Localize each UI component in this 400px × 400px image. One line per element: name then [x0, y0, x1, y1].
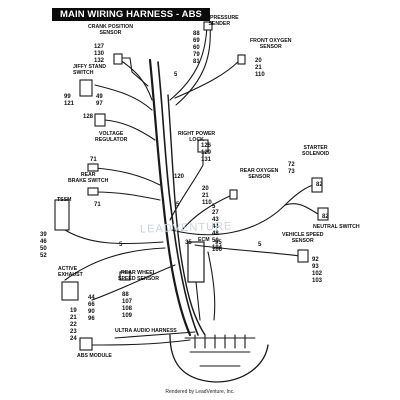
callout-vr: 128: [83, 114, 94, 120]
rpl-connector: [197, 139, 209, 153]
rws-branch: [91, 264, 176, 301]
rbs-connector: [87, 163, 99, 172]
ecm-right: [207, 251, 216, 321]
abs-branch: [91, 339, 191, 346]
callout-5-ecm: 5: [212, 204, 216, 210]
callout-oil: 88 69 60 79 81: [193, 31, 200, 65]
callout-106: 106: [212, 247, 223, 253]
tssm-module: [54, 199, 70, 231]
front-o2-connector: [237, 54, 246, 65]
callout-71a: 71: [90, 157, 97, 163]
callout-5-ultra: 5: [258, 242, 262, 248]
vss-connector: [297, 249, 309, 263]
vr-branch: [104, 119, 156, 141]
rpl-branch: [169, 144, 204, 221]
callout-vss: 92 93 102 103: [312, 257, 323, 284]
jiffy-branch: [94, 84, 153, 111]
tssm-branch: [94, 191, 161, 201]
label-neutral-switch: NEUTRAL SWITCH: [313, 224, 360, 230]
rbs-branch: [94, 167, 161, 186]
label-rear-oxygen: REAR OXYGEN SENSOR: [240, 168, 279, 180]
main-trunk-c: [167, 94, 206, 336]
callout-5-left: 5: [119, 242, 123, 248]
callout-5-mid: 5: [176, 202, 180, 208]
callout-ecm-block: 27 43 44 48 50 104: [212, 210, 223, 251]
ecm-lead: [195, 281, 201, 321]
label-right-power-lock: RIGHT POWER LOCK: [178, 131, 216, 143]
callout-rws-right: 88 107 108 109: [122, 292, 133, 319]
callout-jiffy-right: 49 97: [96, 94, 103, 107]
label-ecm: ECM: [198, 237, 210, 243]
abs-connectors: [194, 334, 246, 349]
starter-branch: [284, 203, 321, 216]
crank-branch: [119, 59, 153, 101]
jiffy-connector: [79, 79, 93, 97]
crank-connector: [113, 53, 123, 65]
label-starter-solenoid: STARTER SOLENOID: [302, 145, 330, 157]
label-rear-brake-switch: REAR BRAKE SWITCH: [68, 172, 109, 184]
rws-connector: [119, 271, 131, 281]
vr-connector: [94, 113, 106, 127]
callout-rpl: 126 129 131: [201, 143, 212, 163]
callout-tssm: 39 46 50 52: [40, 232, 47, 259]
callout-35: 35: [185, 240, 192, 246]
label-voltage-regulator: VOLTAGE REGULATOR: [95, 131, 128, 143]
callout-120: 120: [174, 174, 185, 180]
oil-connector: [203, 21, 213, 31]
label-tssm: TSSM: [57, 197, 72, 203]
active-exhaust-branch: [64, 247, 166, 281]
oil-branch: [169, 24, 208, 101]
label-jiffy-stand: JIFFY STAND SWITCH: [73, 64, 106, 76]
callout-82a: 82: [316, 182, 323, 188]
abs-module-inner: [184, 337, 256, 367]
label-active-exhaust: ACTIVE EXHAUST: [58, 266, 83, 278]
active-exhaust-connector: [61, 281, 79, 301]
abs-connector: [79, 337, 93, 351]
crank-branch-2: [121, 57, 149, 87]
callout-5-top: 5: [174, 72, 178, 78]
ecm-box: [187, 241, 205, 283]
callout-crank: 127 130 132: [94, 44, 105, 64]
label-rear-wheel-speed: REAR WHEEL SPEED SENSOR: [118, 270, 159, 282]
label-vehicle-speed: VEHICLE SPEED SENSOR: [282, 232, 324, 244]
callout-82b: 82: [322, 214, 329, 220]
front-o2-branch: [174, 59, 241, 99]
left-lower-branch: [64, 229, 164, 245]
label-abs-module: ABS MODULE: [77, 353, 112, 359]
right-branch: [171, 182, 321, 236]
starter-connector: [311, 177, 323, 193]
rear-o2-branch: [181, 194, 233, 231]
label-oil-pressure: OIL PRESSURE SENDER: [200, 15, 239, 27]
label-front-oxygen: FRONT OXYGEN SENSOR: [250, 38, 292, 50]
callout-95: 95: [215, 240, 222, 246]
vss-branch: [194, 244, 301, 257]
oil-branch-2: [175, 24, 211, 106]
abs-module-outline: [169, 334, 269, 383]
main-trunk: [148, 58, 192, 337]
label-crank-position: CRANK POSITION SENSOR: [88, 24, 133, 36]
callout-rear-o2: 20 21 110: [202, 186, 212, 206]
callout-abs: 19 21 22 23 24: [70, 308, 77, 342]
callout-front-o2: 20 21 110: [255, 58, 265, 78]
neutral-connector: [317, 207, 329, 221]
callout-rws-left: 44 66 90 96: [88, 295, 95, 322]
callout-71b: 71: [94, 202, 101, 208]
main-trunk-b: [157, 61, 199, 336]
ultra-audio-branch: [114, 331, 196, 339]
label-ultra-audio: ULTRA AUDIO HARNESS: [115, 328, 177, 334]
rear-o2-connector: [229, 189, 238, 200]
tssm-connector: [87, 187, 99, 196]
callout-jiffy-left: 99 121: [64, 94, 75, 107]
footer-credit: Rendered by LeadVenture, Inc.: [165, 389, 235, 395]
diagram-title: MAIN WIRING HARNESS - ABS BRAKES: [52, 8, 210, 33]
callout-starter: 72 73: [288, 162, 295, 175]
